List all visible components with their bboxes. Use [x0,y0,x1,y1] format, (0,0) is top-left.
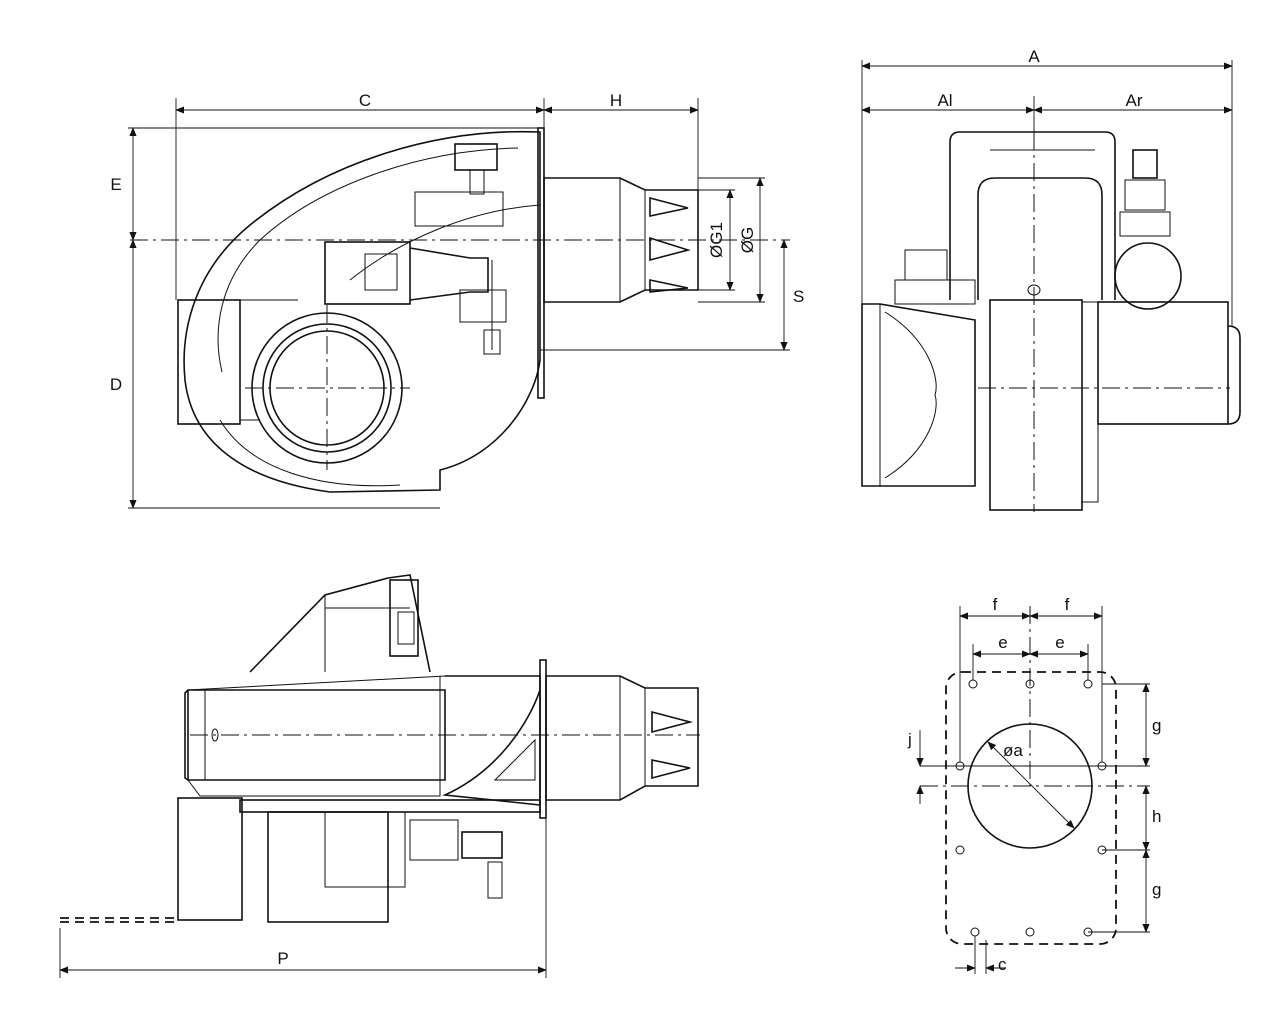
label-S: S [793,287,804,306]
solenoid-valve [454,143,498,171]
label-P: P [277,949,288,968]
top-view: P [59,574,700,978]
label-f-right: f [1065,595,1070,614]
label-j: j [907,730,912,749]
volute-outline [183,130,541,493]
dimension-a [987,741,1075,829]
label-g-top: g [1152,716,1161,735]
base-plate [239,799,541,813]
side-view: C H E D ØG1 ØG S [110,91,804,509]
front-view: A Al Ar [861,47,1241,512]
label-C: C [359,91,371,110]
label-a: øa [1003,741,1023,760]
label-h: h [1152,807,1161,826]
boiler-plate-outline [945,671,1117,945]
label-Ar: Ar [1126,91,1143,110]
mounting-flange [537,127,545,399]
nozzle-slot [649,196,689,217]
label-D: D [110,375,122,394]
top-flange [539,659,547,819]
label-G1: ØG1 [707,222,726,258]
label-c: c [998,955,1007,974]
label-G: ØG [738,227,757,253]
volute-inner-curve-2 [349,204,541,281]
main-body [187,689,446,781]
upper-cover [249,574,431,673]
volute-lower-curve [219,419,401,487]
fan-casing-lower [989,299,1083,511]
label-g-bottom: g [1152,880,1161,899]
label-Al: Al [937,91,952,110]
motor-housing [177,299,241,425]
inlet-box-bottom [177,797,243,921]
volute-inner-curve [217,147,519,373]
top-blast-tube [545,675,699,801]
label-A: A [1028,47,1040,66]
volute-side [441,675,541,806]
flange-view: f f e e g h g j øa c [907,595,1161,974]
air-inlet-box [861,303,976,487]
label-E: E [110,175,121,194]
lower-motor [267,811,389,923]
label-H: H [610,91,622,110]
label-e-left: e [998,633,1007,652]
motor-right [1114,242,1182,310]
label-f-left: f [993,595,998,614]
fan-casing-upper [977,177,1103,300]
housing-top [949,131,1116,300]
label-e-right: e [1055,633,1064,652]
motor-body [1097,301,1229,425]
air-damper [324,241,411,305]
